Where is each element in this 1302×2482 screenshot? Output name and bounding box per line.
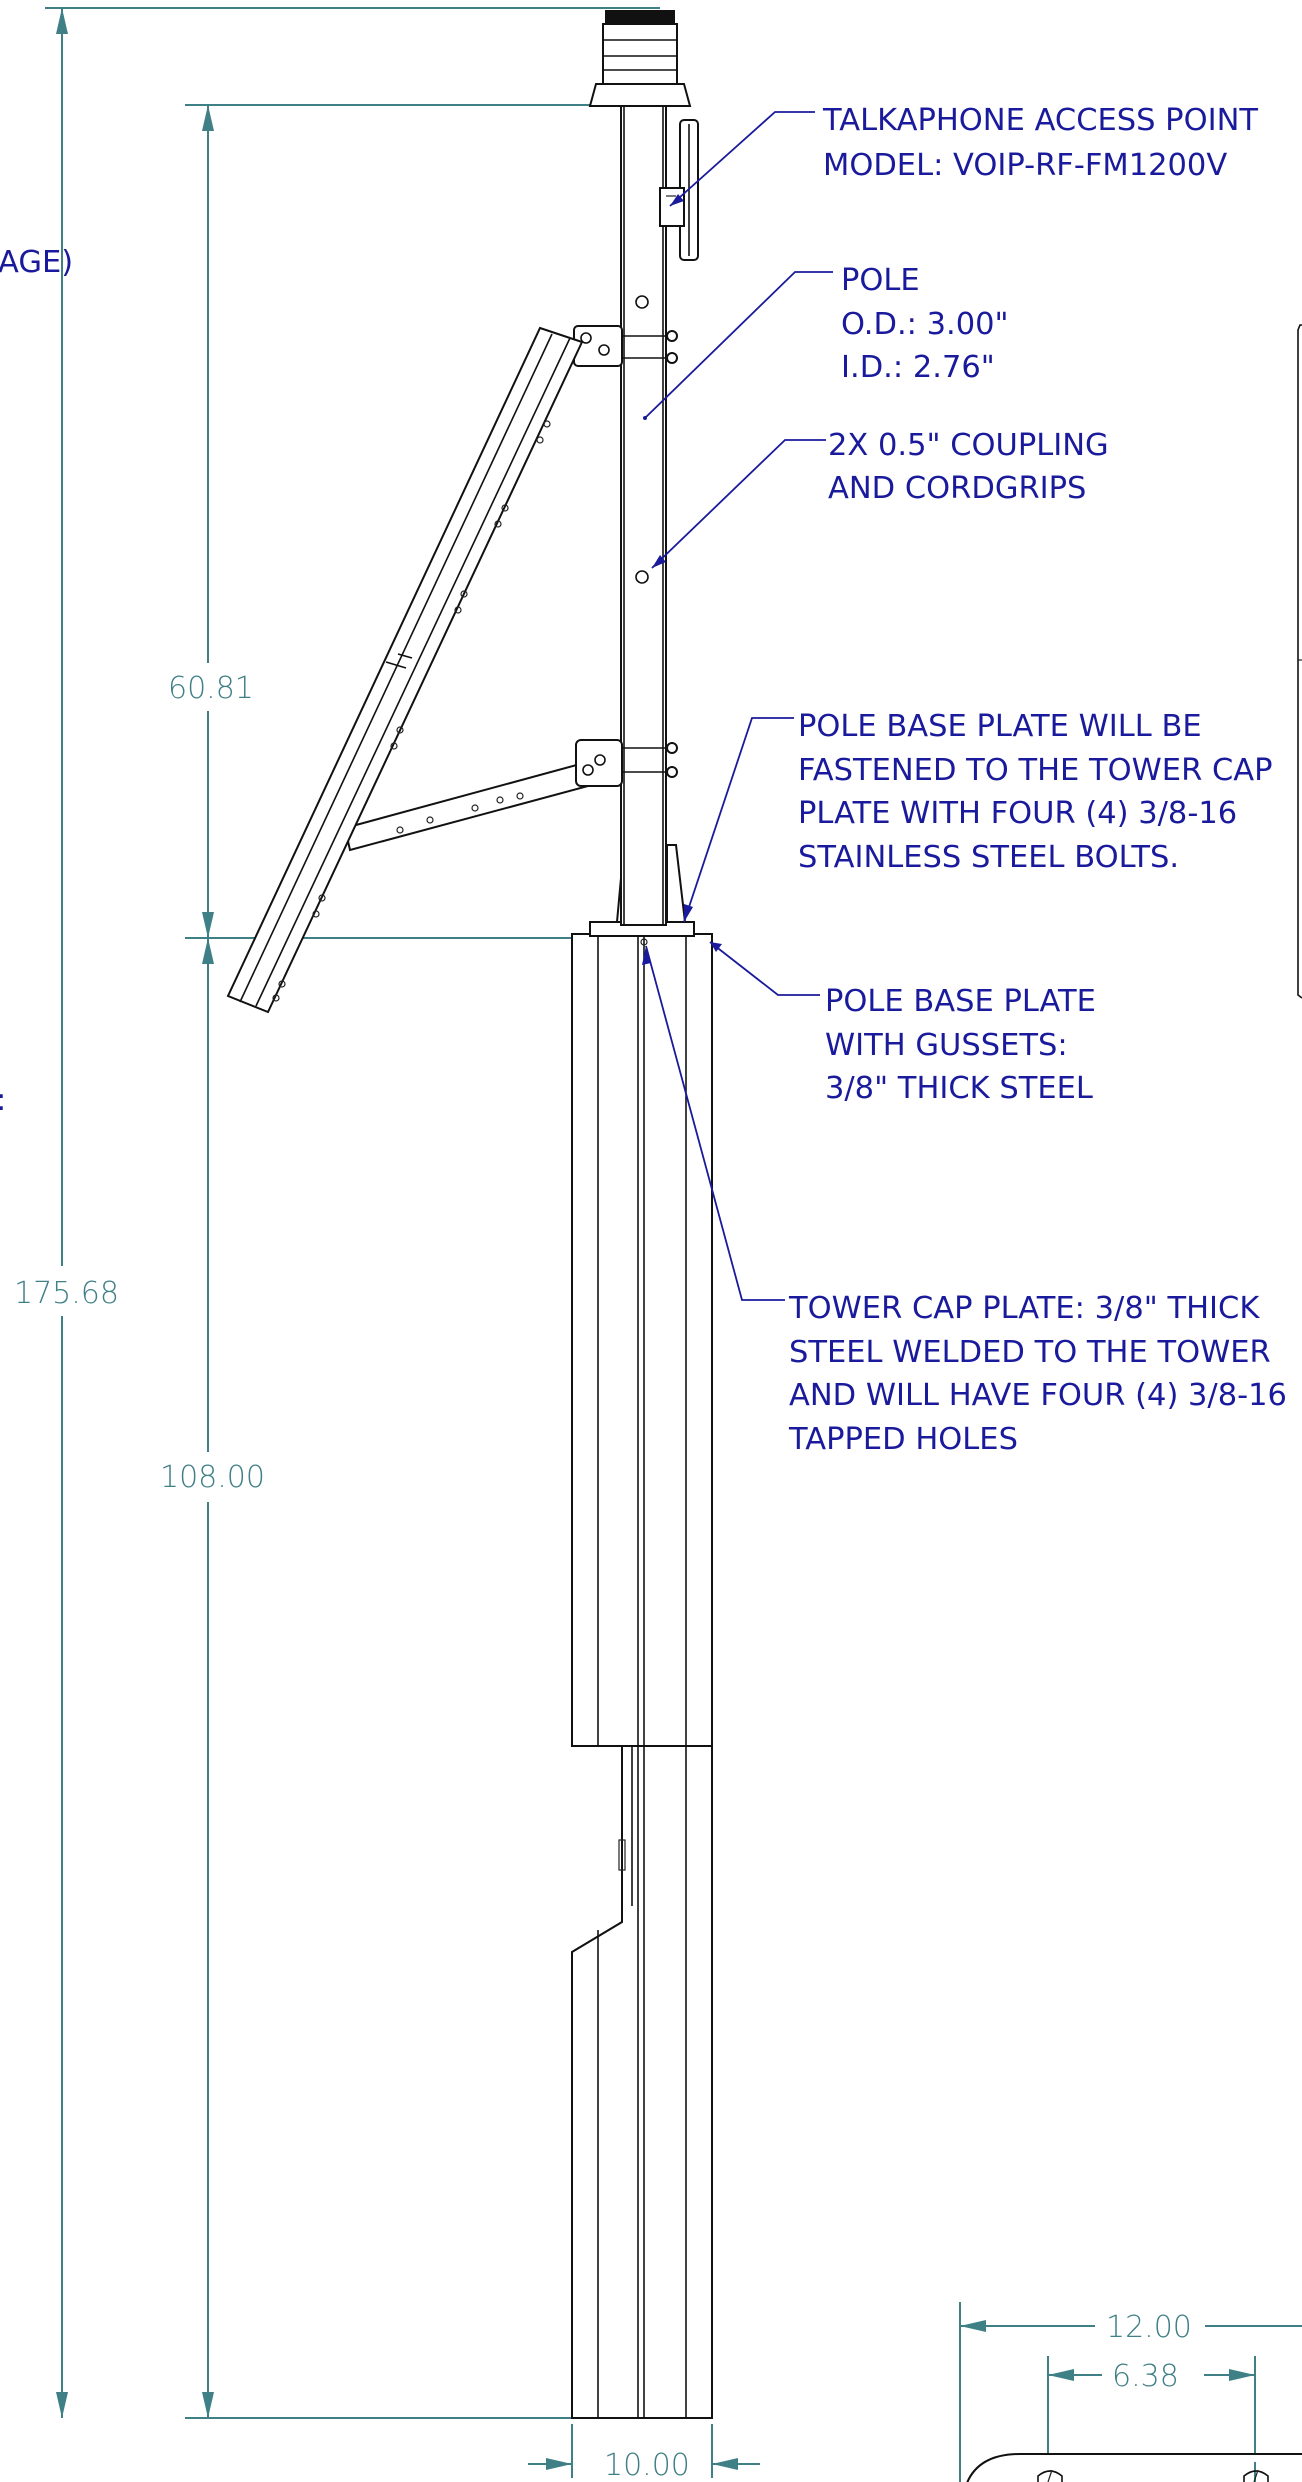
coupling-hole-top <box>635 295 649 309</box>
callout-gussets-line2: WITH GUSSETS: <box>825 1028 1068 1063</box>
solar-panel <box>226 326 584 1014</box>
callout-access-point-line1: TALKAPHONE ACCESS POINT <box>822 103 1258 138</box>
callout-fastening-line2: FASTENED TO THE TOWER CAP <box>798 753 1273 788</box>
tower <box>571 933 713 2419</box>
callout-pole-line1: POLE <box>841 263 920 298</box>
callout-tower-cap-line1: TOWER CAP PLATE: 3/8" THICK <box>788 1291 1260 1326</box>
plate-top-view <box>966 2453 1302 2482</box>
callout-gussets-line1: POLE BASE PLATE <box>825 984 1096 1019</box>
leader-base-plate-gussets <box>709 941 820 996</box>
leader-tower-cap <box>642 945 785 1301</box>
pole-height-value: 60.81 <box>168 671 254 706</box>
callout-fastening-line1: POLE BASE PLATE WILL BE <box>798 709 1202 744</box>
callout-access-point: TALKAPHONE ACCESS POINT MODEL: VOIP-RF-F… <box>822 103 1258 183</box>
tower-height-value: 108.00 <box>160 1460 265 1495</box>
plate-width-value: 12.00 <box>1106 2310 1192 2345</box>
callout-tower-cap: TOWER CAP PLATE: 3/8" THICK STEEL WELDED… <box>788 1291 1287 1457</box>
callout-pole: POLE O.D.: 3.00" I.D.: 2.76" <box>841 263 1009 385</box>
leader-coupling <box>651 439 826 569</box>
cropped-text-top: AGE) <box>0 245 73 280</box>
hole-spacing-value: 6.38 <box>1112 2359 1179 2394</box>
callout-base-plate-gussets: POLE BASE PLATE WITH GUSSETS: 3/8" THICK… <box>825 984 1096 1106</box>
callout-pole-line2: O.D.: 3.00" <box>841 307 1009 342</box>
cropped-text-mid: : <box>0 1083 6 1118</box>
beacon <box>588 10 692 107</box>
leader-base-plate-fastening <box>683 717 794 923</box>
callout-access-point-line2: MODEL: VOIP-RF-FM1200V <box>823 148 1227 183</box>
callout-coupling-line2: AND CORDGRIPS <box>828 471 1086 506</box>
leader-access-point <box>669 111 815 207</box>
side-view-partial <box>1297 324 1302 999</box>
callout-coupling: 2X 0.5" COUPLING AND CORDGRIPS <box>828 428 1109 506</box>
tower-width-value: 10.00 <box>604 2448 690 2482</box>
overall-height-dimension: 175.68 <box>10 7 660 2418</box>
lower-bracket <box>343 739 678 852</box>
overall-height-value: 175.68 <box>14 1276 119 1311</box>
plate-width-dimension: 12.00 <box>959 2302 1302 2482</box>
coupling-hole-bottom <box>635 570 649 584</box>
tower-width-dimension: 10.00 <box>528 2424 760 2482</box>
callout-fastening-line4: STAINLESS STEEL BOLTS. <box>798 840 1179 875</box>
callout-coupling-line1: 2X 0.5" COUPLING <box>828 428 1109 463</box>
pole-height-dimension: 60.81 <box>160 104 598 938</box>
tower-height-dimension: 108.00 <box>155 937 598 2419</box>
callout-base-plate-fastening: POLE BASE PLATE WILL BE FASTENED TO THE … <box>798 709 1273 875</box>
callout-gussets-line3: 3/8" THICK STEEL <box>825 1071 1093 1106</box>
hole-spacing-dimension: 6.38 <box>1047 2356 1256 2482</box>
callout-tower-cap-line3: AND WILL HAVE FOUR (4) 3/8-16 <box>789 1378 1287 1413</box>
callout-fastening-line3: PLATE WITH FOUR (4) 3/8-16 <box>798 796 1237 831</box>
callout-tower-cap-line2: STEEL WELDED TO THE TOWER <box>789 1335 1271 1370</box>
leader-pole <box>643 271 833 420</box>
callout-tower-cap-line4: TAPPED HOLES <box>788 1422 1018 1457</box>
callout-pole-line3: I.D.: 2.76" <box>841 350 995 385</box>
